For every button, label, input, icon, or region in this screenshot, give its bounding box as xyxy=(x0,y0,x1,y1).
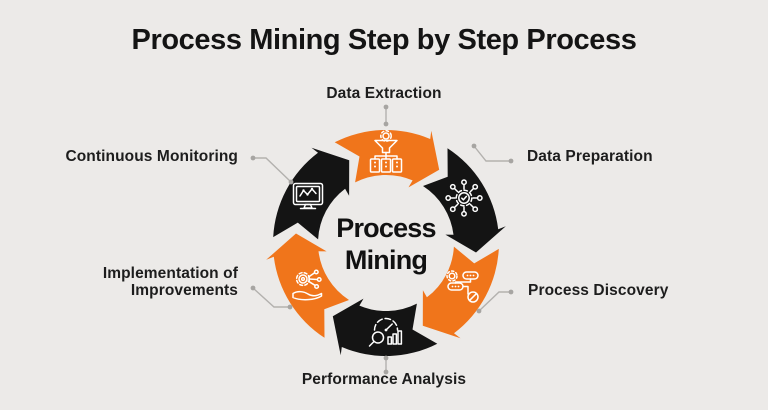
hand-gear-icon xyxy=(292,269,323,301)
connector-dot xyxy=(508,289,514,295)
connector-dot xyxy=(476,308,482,314)
connector-data-preparation xyxy=(473,145,511,162)
step-label-process-discovery: Process Discovery xyxy=(528,282,669,299)
step-label-data-preparation: Data Preparation xyxy=(527,148,653,165)
process-flow-icon xyxy=(446,270,479,303)
monitor-chart-icon xyxy=(292,182,324,210)
connector-dot xyxy=(383,121,389,127)
gauge-magnifier-icon xyxy=(368,317,403,347)
connector-dot xyxy=(471,143,477,149)
page-title: Process Mining Step by Step Process xyxy=(131,24,637,56)
segment-icons xyxy=(292,130,483,347)
step-label-performance-analysis: Performance Analysis xyxy=(301,371,467,388)
funnel-database-icon xyxy=(369,130,403,173)
connector-implementation xyxy=(252,287,290,308)
step-label-continuous-monitoring: Continuous Monitoring xyxy=(65,148,238,165)
ring-segment-implementation-of-improvements xyxy=(266,233,349,338)
ring-segment-data-preparation xyxy=(423,148,506,253)
connector-dot xyxy=(287,304,293,310)
connector-process-discovery xyxy=(478,291,511,312)
connector-dot xyxy=(508,158,514,164)
diagram-center-title: Process Mining xyxy=(316,196,456,291)
connector-dot xyxy=(250,285,256,291)
connector-dot xyxy=(383,369,389,375)
center-title-line2: Mining xyxy=(344,244,428,275)
ring-segment-continuous-monitoring xyxy=(273,147,350,240)
step-label-implementation-of-improvements: Implementation of Improvements xyxy=(102,265,238,299)
ring-segment-performance-analysis xyxy=(332,298,438,357)
connector-dot xyxy=(383,355,389,361)
ring-segment-process-discovery xyxy=(422,246,499,339)
gear-network-icon xyxy=(445,179,483,217)
connector-dot xyxy=(383,104,389,110)
connector-dot xyxy=(250,155,256,161)
connector-dot xyxy=(288,179,294,185)
step-label-data-extraction: Data Extraction xyxy=(326,85,442,102)
connector-continuous-monitoring xyxy=(253,157,292,183)
connector-lines xyxy=(250,104,514,375)
center-title-line1: Process xyxy=(336,212,436,243)
